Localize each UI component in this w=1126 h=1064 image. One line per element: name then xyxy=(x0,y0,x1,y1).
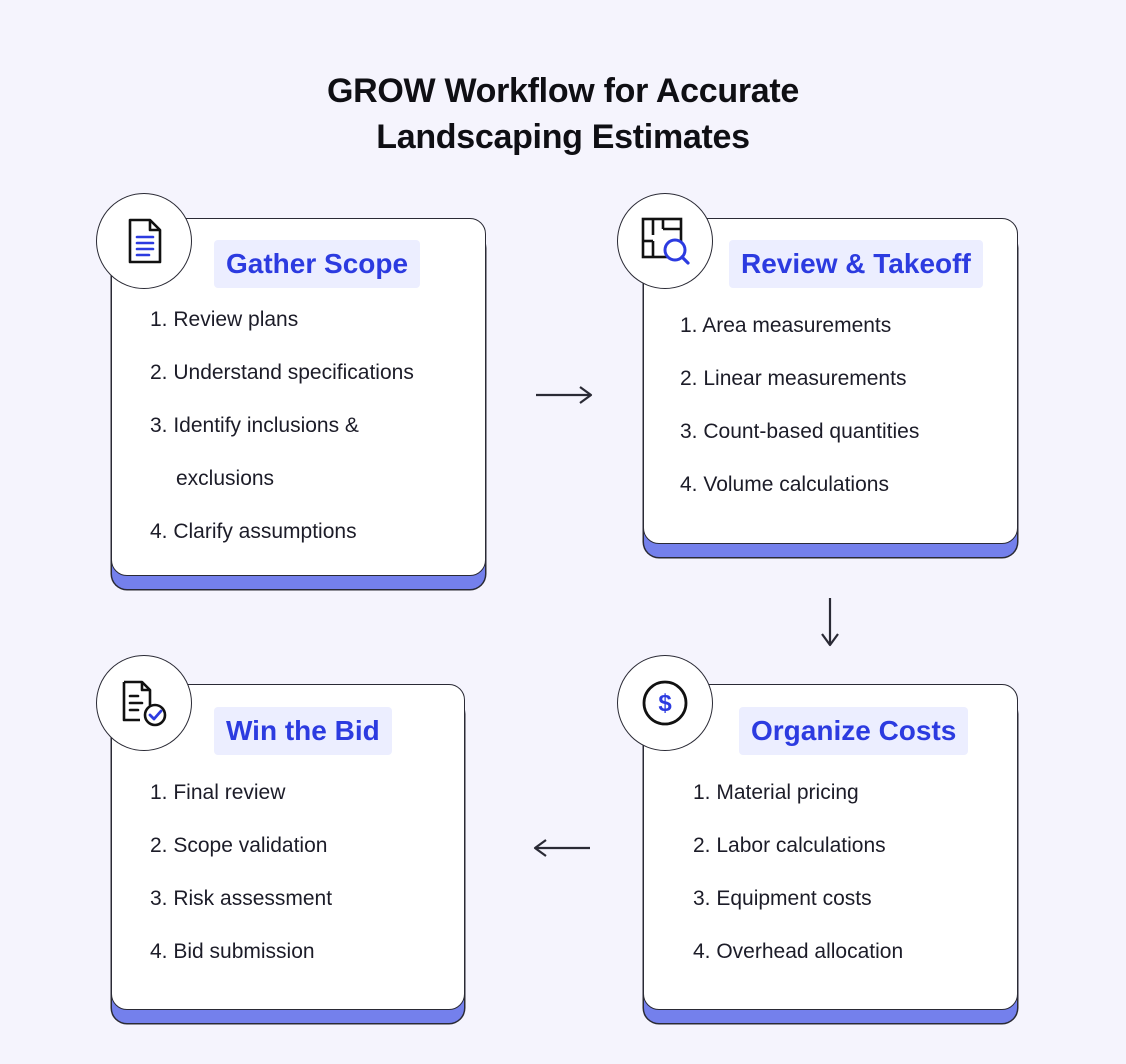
svg-text:$: $ xyxy=(658,690,672,717)
blueprint-search-icon xyxy=(641,217,690,265)
win-the-bid-icon-circle xyxy=(96,655,192,751)
list-item: 4. Clarify assumptions xyxy=(150,520,357,543)
list-item: 2. Understand specifications xyxy=(150,361,414,384)
list-item: 3. Equipment costs xyxy=(693,887,872,910)
list-item: 3. Identify inclusions & xyxy=(150,414,359,437)
win-the-bid-heading: Win the Bid xyxy=(214,707,392,755)
list-item: 1. Area measurements xyxy=(680,314,892,337)
list-item: exclusions xyxy=(176,467,275,490)
document-icon xyxy=(128,218,162,264)
organize-costs-heading: Organize Costs xyxy=(739,707,969,755)
list-item: 1. Review plans xyxy=(150,308,299,331)
list-item: 4. Volume calculations xyxy=(680,473,889,496)
list-item: 1. Material pricing xyxy=(693,781,859,804)
diagram-title: GROW Workflow for Accurate Landscaping E… xyxy=(0,68,1126,160)
list-item: 3. Count-based quantities xyxy=(680,420,920,443)
document-check-icon xyxy=(122,680,167,727)
review-takeoff-icon-circle xyxy=(617,193,713,289)
win-the-bid-list: 1. Final review 2. Scope validation 3. R… xyxy=(150,766,332,978)
gather-scope-icon-circle xyxy=(96,193,192,289)
list-item: 4. Overhead allocation xyxy=(693,940,904,963)
list-item: 2. Linear measurements xyxy=(680,367,907,390)
title-line-1: GROW Workflow for Accurate xyxy=(326,72,800,110)
title-line-2: Landscaping Estimates xyxy=(376,118,750,156)
review-takeoff-heading: Review & Takeoff xyxy=(729,240,983,288)
list-item: 2. Labor calculations xyxy=(693,834,886,857)
dollar-icon: $ xyxy=(642,680,688,726)
list-item: 2. Scope validation xyxy=(150,834,328,857)
review-takeoff-list: 1. Area measurements 2. Linear measureme… xyxy=(680,299,919,511)
list-item: 3. Risk assessment xyxy=(150,887,333,910)
arrow-left-icon xyxy=(533,839,590,857)
list-item: 1. Final review xyxy=(150,781,286,804)
organize-costs-icon-circle: $ xyxy=(617,655,713,751)
list-item: 4. Bid submission xyxy=(150,940,315,963)
gather-scope-heading: Gather Scope xyxy=(214,240,421,288)
arrow-down-icon xyxy=(821,598,839,647)
organize-costs-list: 1. Material pricing 2. Labor calculation… xyxy=(693,766,903,978)
gather-scope-list: 1. Review plans 2. Understand specificat… xyxy=(150,293,414,558)
arrow-right-icon xyxy=(536,386,593,404)
